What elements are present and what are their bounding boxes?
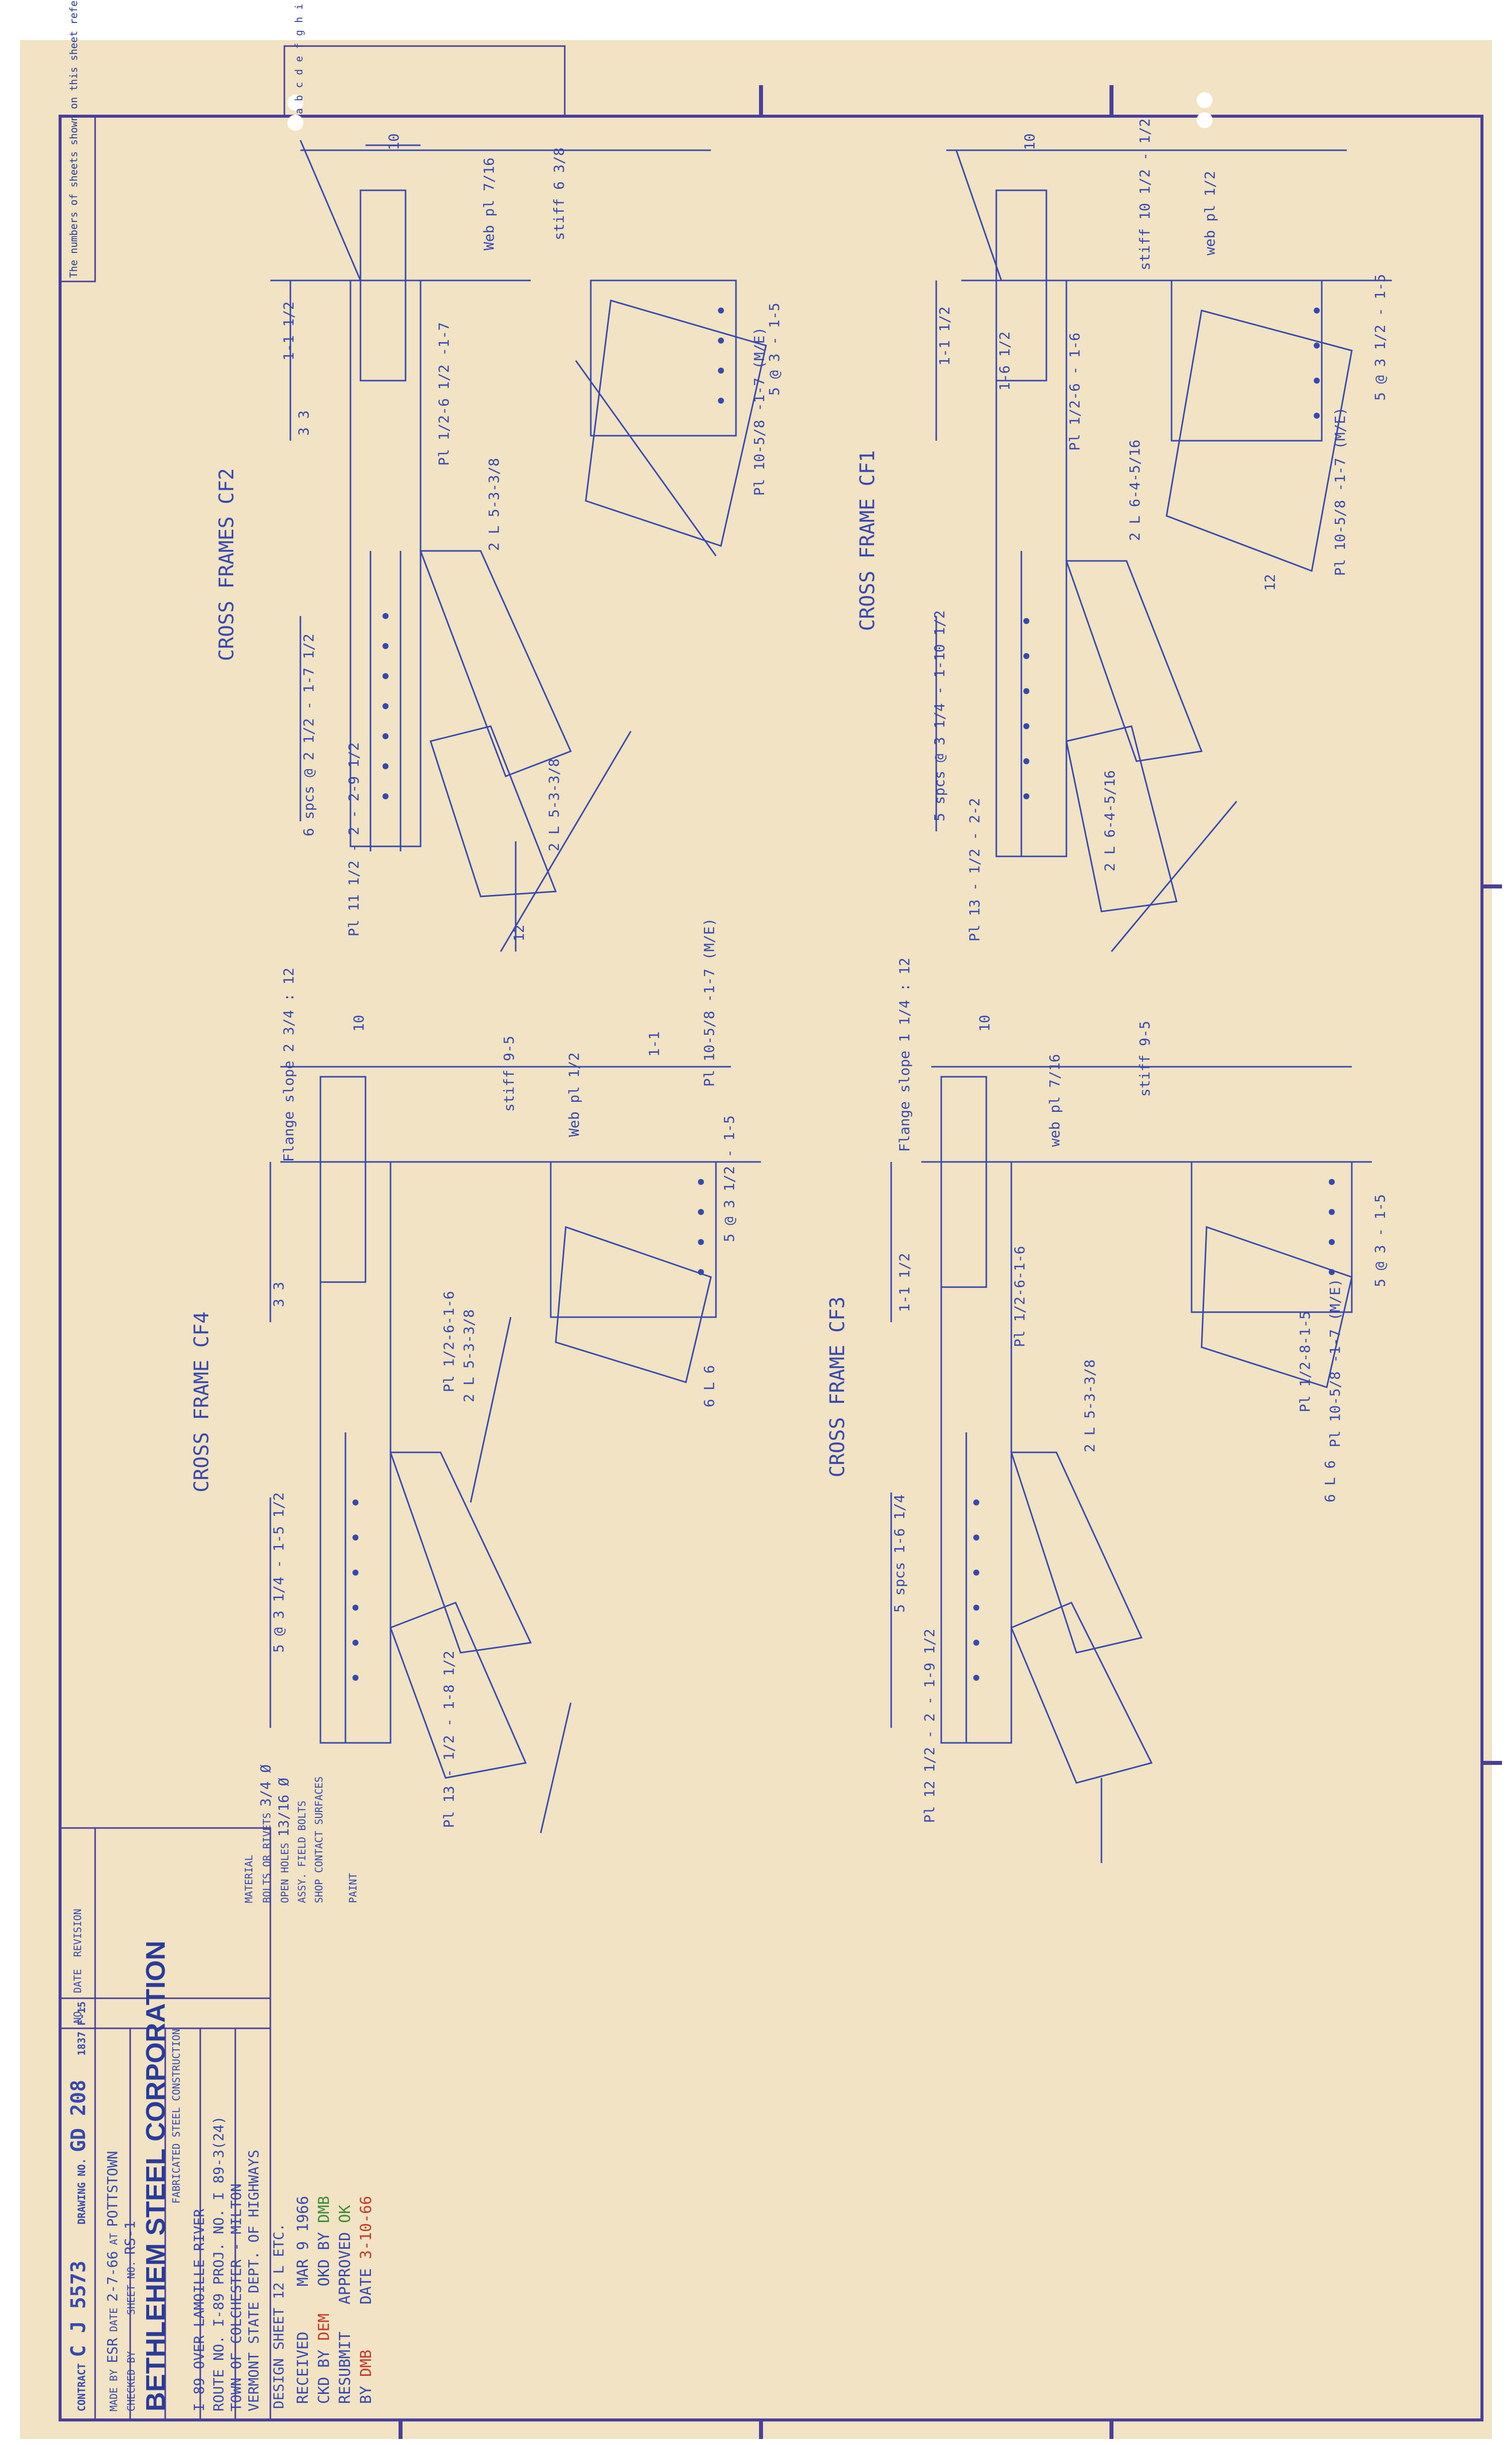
cf1-callout: Pl 1/2-6 - 1-6 [1066, 332, 1083, 451]
cf4-callout: 5 @ 3 1/2 - 1-5 [721, 1115, 737, 1242]
cf2-dim: 12 [511, 925, 527, 942]
title-block: CONTRACT C J 5573 DRAWING NO. GD 208 183… [67, 2001, 90, 2411]
cf1-callout: 2 L 6-4-5/16 [1126, 439, 1143, 541]
division-name: FABRICATED STEEL CONSTRUCTION [170, 2028, 182, 2204]
cf2-dim: 10 [386, 133, 402, 150]
cf3-callout: Pl 1/2-8-1-5 [1297, 1311, 1313, 1412]
outer-border [59, 115, 1483, 2421]
corner-note-box [59, 115, 96, 282]
cf3-callout: 5 spcs 1-6 1/4 [891, 1494, 908, 1613]
design-sheet-note: DESIGN SHEET 12 L ETC. [270, 2223, 287, 2409]
cf4-geometry [269, 1066, 761, 1833]
cf3-bolts [973, 1179, 1335, 1681]
cf2-callout: Pl 1/2-6 1/2 -1-7 [436, 322, 452, 466]
cf1-callout: web pl 1/2 [1202, 171, 1218, 255]
cf3-callout: stiff 9-5 [1137, 1021, 1153, 1097]
cf4-callout: 6 L 6 [701, 1365, 717, 1407]
cf2-callout: Web pl 7/16 [481, 157, 497, 250]
cf3-dim: 10 [976, 1015, 993, 1032]
cf4-dim: 3 3 [270, 1282, 287, 1307]
punch-hole [1197, 112, 1213, 128]
cf3-geometry [890, 1066, 1372, 1863]
top-strip-letters: abcdefghijklmnopqrstuvwxy [293, 0, 305, 114]
contract-line: CONTRACT C J 5573 DRAWING NO. GD 208 183… [67, 2001, 90, 2411]
cf2-bolts [383, 308, 724, 799]
cf3-dim: 1-1 1/2 [896, 1253, 913, 1312]
cf1-geometry [935, 149, 1392, 952]
material-notes: MATERIAL BOLTS OR RIVETS 3/4 Ø OPEN HOLE… [243, 1764, 359, 1903]
cf4-callout: Pl 10-5/8 -1-7 (M/E) [701, 918, 717, 1087]
cf1-callout: 2 L 6-4-5/16 [1101, 770, 1118, 871]
cf2-callout: 6 spcs @ 2 1/2 - 1-7 1/2 [300, 634, 317, 836]
cf2-callout: 2 L 5-3-3/8 [486, 458, 502, 551]
structure-line-1: TOWN OF COLCHESTER - MILTON [228, 2183, 244, 2411]
cf4-dim: 1-1 [646, 1031, 662, 1057]
punch-hole [287, 95, 303, 111]
customer-name: VERMONT STATE DEPT. OF HIGHWAYS [245, 2150, 262, 2411]
cf4-dim: 10 [350, 1015, 367, 1032]
cf4-callout: Pl 13 - 1/2 - 1-8 1/2 [441, 1650, 457, 1828]
cf2-dim: 1-1 1/2 [280, 301, 297, 361]
cf2-dim: 3 3 [295, 410, 312, 436]
cf1-bolts [1023, 308, 1320, 799]
cf4-callout: 5 @ 3 1/4 - 1-5 1/2 [270, 1492, 287, 1653]
cf4-callout: 2 L 5-3-3/8 [461, 1309, 477, 1402]
cf3-callout: 6 L 6 [1322, 1460, 1338, 1502]
checked-line: CHECKED BY SHEET NO. RS-1 [122, 2221, 138, 2411]
structure-line-2: ROUTE NO. I-89 PROJ. NO. I 89-3(24) [210, 2115, 227, 2411]
punch-hole [287, 115, 303, 131]
cf3-callout: Flange slope 1 1/4 : 12 [896, 958, 913, 1152]
cf2-callout: Pl 11 1/2 - 2 - 2-9 1/2 [345, 742, 362, 937]
view-title-cf3: CROSS FRAME CF3 [826, 1296, 849, 1477]
cf3-callout: Pl 1/2-6-1-6 [1011, 1246, 1028, 1347]
cf1-callout: Pl 10-5/8 -1-7 (M/E) [1332, 407, 1348, 576]
received-stamp: RECEIVED MAR 9 1966 CKD BY DEM OKD BY DM… [294, 2196, 375, 2404]
drawing-sheet [20, 40, 1492, 2439]
cf4-callout: stiff 9-5 [501, 1036, 517, 1112]
cf4-callout: Web pl 1/2 [566, 1052, 582, 1137]
cf3-callout: 2 L 5-3-3/8 [1081, 1359, 1098, 1452]
cf2-callout: 2 L 5-3-3/8 [546, 758, 562, 851]
cf3-callout: Pl 12 1/2 - 2 - 1-9 1/2 [921, 1629, 938, 1823]
structure-lines: I-89 OVER LAMOILLE RIVER [191, 2209, 207, 2411]
made-by-line: MADE BY ESR DATE 2-7-66 AT POTTSTOWN [104, 2151, 121, 2411]
cf3-callout: Pl 10-5/8 -1-7 (M/E) [1327, 1278, 1343, 1447]
view-title-cf4: CROSS FRAME CF4 [190, 1311, 213, 1492]
cf2-callout: 5 @ 3 - 1-5 [766, 302, 783, 396]
view-title-cf2: CROSS FRAMES CF2 [215, 468, 238, 661]
cf4-bolts [352, 1179, 704, 1681]
cf1-callout: 5 @ 3 1/2 - 1-5 [1372, 274, 1388, 401]
cf2-callout: stiff 6 3/8 [551, 147, 567, 240]
top-strip [283, 45, 566, 117]
cf1-callout: stiff 10 1/2 - 1/2 [1137, 118, 1153, 270]
cf4-callout: Pl 1/2-6-1-6 [441, 1291, 457, 1392]
corner-note: The numbers of sheets shown on this shee… [68, 0, 80, 278]
punch-hole [1197, 92, 1213, 108]
cf3-callout: web pl 7/16 [1046, 1054, 1063, 1147]
cf3-callout: 5 @ 3 - 1-5 [1372, 1194, 1388, 1287]
view-title-cf1: CROSS FRAME CF1 [856, 450, 879, 631]
cf4-callout: Flange slope 2 3/4 : 12 [280, 968, 297, 1162]
cf1-dim: 1-6 1/2 [996, 331, 1013, 391]
cf2-callout: Pl 10-5/8 -1-7 (M/E) [751, 327, 768, 496]
cf1-callout: Pl 13 - 1/2 - 2-2 [966, 798, 983, 942]
cf1-dim: 12 [1262, 574, 1278, 591]
cf1-dim: 1-1 1/2 [936, 306, 953, 366]
cf1-dim: 10 [1021, 133, 1038, 150]
cf2-geometry [270, 140, 767, 952]
cf1-callout: 5 spcs @ 3 1/4 - 1-10 1/2 [931, 610, 948, 821]
company-name: BETHLEHEM STEEL CORPORATION [141, 1940, 171, 2411]
